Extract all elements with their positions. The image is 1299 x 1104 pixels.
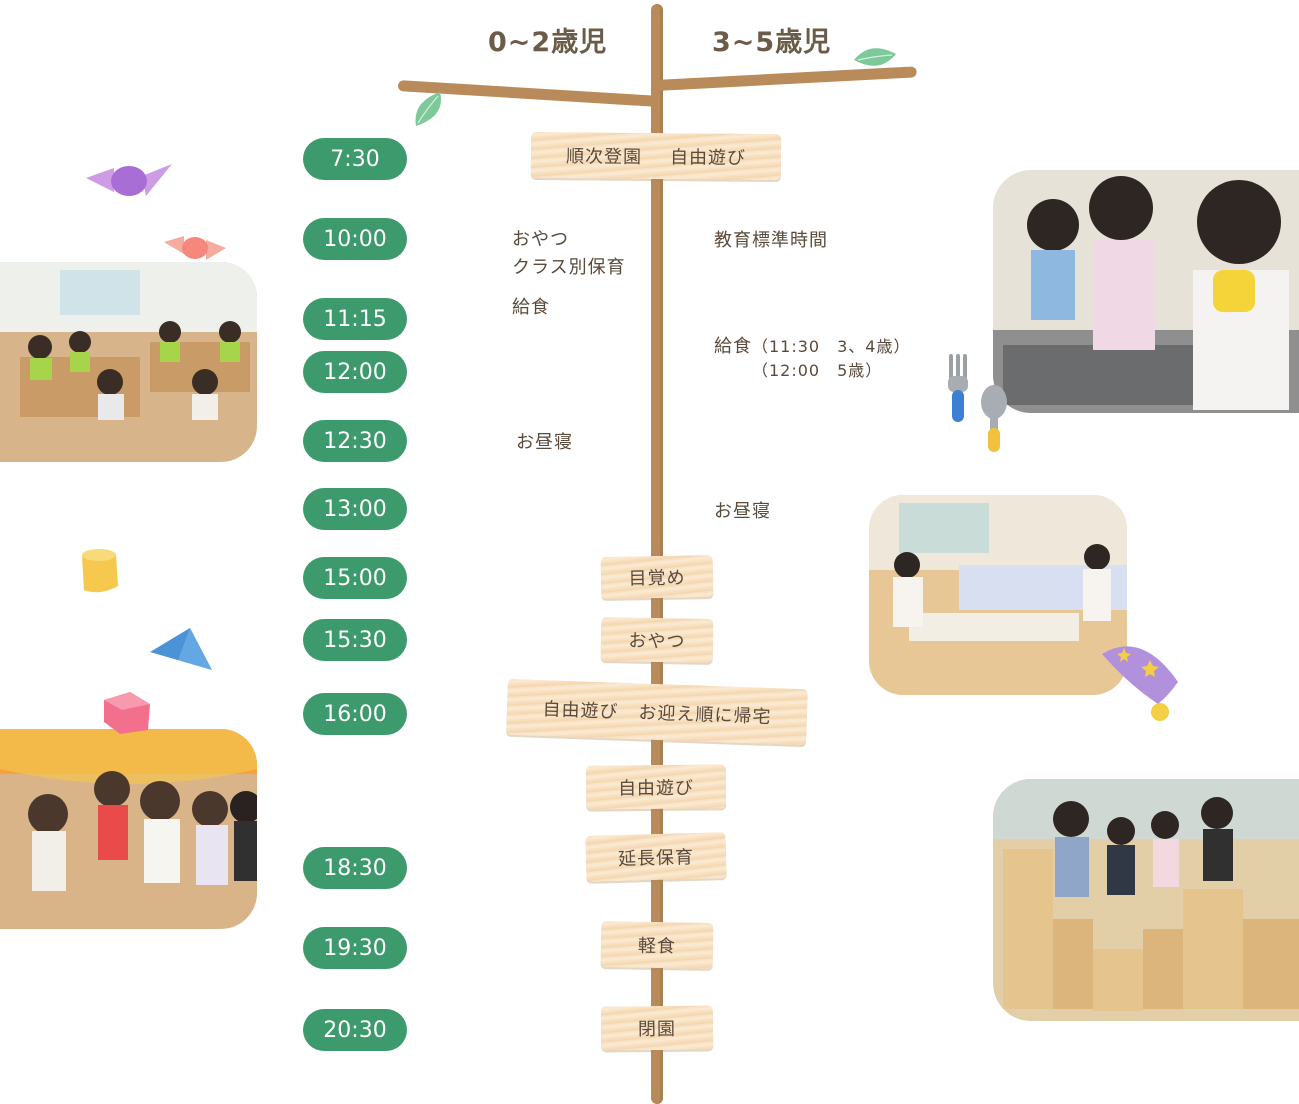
time-pill: 20:30	[303, 1009, 407, 1051]
time-pill: 7:30	[303, 138, 407, 180]
timeline-trunk	[651, 4, 663, 1104]
board-arrival: 順次登園 自由遊び	[530, 131, 782, 181]
older-standard-hours: 教育標準時間	[714, 230, 828, 251]
infant-nap: お昼寝	[516, 432, 573, 453]
older-lunch-time-1: （11:30 3、4歳）	[752, 337, 911, 356]
infant-class-care: クラス別保育	[512, 257, 626, 278]
candy-icon	[86, 164, 172, 196]
time-pill: 12:00	[303, 351, 407, 393]
photo-infants-play	[0, 729, 257, 929]
older-lunch-label: 給食	[714, 336, 752, 357]
board-freeplay: 自由遊び	[585, 764, 727, 810]
board-arrival-a: 順次登園	[565, 146, 643, 168]
older-lunch-time-2: （12:00 5歳）	[752, 361, 883, 380]
board-arrival-b: 自由遊び	[669, 147, 747, 169]
board-light-meal: 軽食	[600, 921, 714, 969]
photo-tooth-brushing	[993, 170, 1299, 413]
header-0-2: 0~2歳児	[488, 27, 608, 58]
infant-lunch: 給食	[512, 297, 550, 318]
time-pill: 15:30	[303, 619, 407, 661]
photo-lunch-classroom	[0, 262, 257, 462]
time-pill: 10:00	[303, 218, 407, 260]
leaf-icon	[854, 48, 896, 66]
header-3-5: 3~5歳児	[712, 27, 832, 58]
cube-block-icon	[104, 692, 150, 734]
time-pill: 13:00	[303, 488, 407, 530]
fork-icon	[948, 354, 968, 422]
time-pill: 15:00	[303, 557, 407, 599]
infant-snack: おやつ	[512, 229, 569, 250]
marshmallow-icon	[82, 549, 118, 593]
time-pill: 11:15	[303, 298, 407, 340]
photo-nap-room	[869, 495, 1127, 695]
star-hat-icon	[1102, 646, 1178, 721]
board-pickup-b: お迎え順に帰宅	[638, 702, 772, 728]
board-extended: 延長保育	[585, 832, 727, 882]
leaf-icon	[415, 92, 441, 126]
time-pill: 19:30	[303, 927, 407, 969]
triangle-block-icon	[150, 628, 212, 670]
board-snack: おやつ	[600, 617, 714, 663]
board-closing: 閉園	[600, 1005, 714, 1051]
photo-block-play	[993, 779, 1299, 1021]
board-pickup-a: 自由遊び	[542, 699, 619, 723]
board-wake: 目覚め	[600, 555, 714, 599]
candy-icon	[164, 236, 226, 260]
spoon-icon	[981, 385, 1007, 452]
older-nap: お昼寝	[714, 501, 771, 522]
time-pill: 16:00	[303, 693, 407, 735]
time-pill: 18:30	[303, 847, 407, 889]
board-pickup: 自由遊び お迎え順に帰宅	[506, 678, 808, 746]
time-pill: 12:30	[303, 420, 407, 462]
